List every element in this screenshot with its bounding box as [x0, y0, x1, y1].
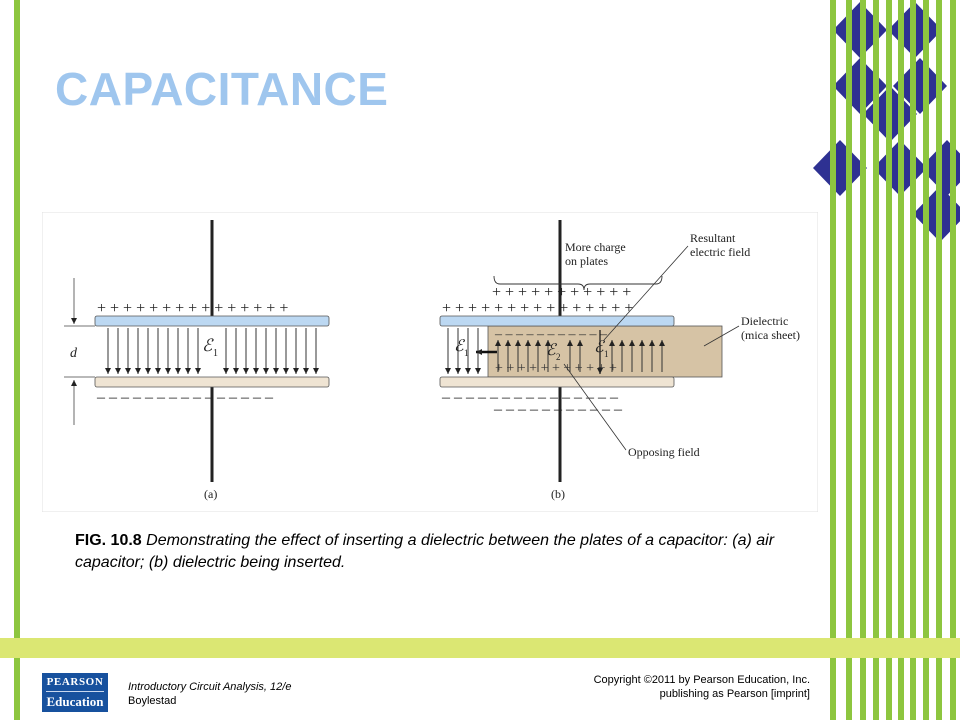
copyright-line-2: publishing as Pearson [imprint] [659, 688, 810, 700]
capacitor-figure: + + + + + + + + + + + + + + + – – – – – … [42, 212, 818, 512]
panel-b: More charge on plates + + + + + + + + + … [439, 220, 800, 501]
top-plate-charges-a: + + + + + + + + + + + + + + + [97, 300, 288, 317]
resultant-leader [603, 245, 689, 341]
field-subscript-b1: 1 [464, 348, 469, 358]
field-subscript-a: 1 [213, 348, 218, 359]
panel-a: + + + + + + + + + + + + + + + – – – – – … [64, 220, 330, 501]
logo-line-2: Education [46, 694, 104, 709]
bottom-plate-charges-b: – – – – – – – – – – – – – – – [441, 389, 619, 406]
bottom-plate-a [94, 376, 330, 388]
dielectric-top-charges: – – – – – – – – – – – [494, 327, 608, 342]
dielectric-label-2: (mica sheet) [741, 328, 800, 342]
footer-band [0, 638, 960, 658]
resultant-label-1: Resultant [690, 231, 736, 245]
field-subscript-b2: 2 [556, 352, 561, 362]
dimension-label-d: d [70, 346, 78, 361]
dielectric-leader [703, 325, 740, 347]
caption-figure-number: FIG. 10.8 [75, 532, 142, 549]
field-subscript-b3: 1 [604, 349, 609, 359]
field-lines-a [105, 328, 319, 374]
extra-charges-top-b: + + + + + + + + + + + [492, 284, 631, 301]
field-symbol-b1: ℰ [454, 338, 466, 355]
panel-b-label: (b) [551, 487, 565, 501]
left-accent-bar [14, 0, 20, 720]
resultant-label-2: electric field [690, 245, 750, 259]
top-plate-charges-b: + + + + + + + + + + + + + + + [442, 300, 633, 317]
caption-text: Demonstrating the effect of inserting a … [75, 532, 775, 571]
copyright-line-1: Copyright ©2011 by Pearson Education, In… [593, 674, 810, 686]
logo-line-1: PEARSON [46, 676, 104, 688]
copyright-notice: Copyright ©2011 by Pearson Education, In… [594, 673, 810, 701]
bottom-plate-charges-a: – – – – – – – – – – – – – – – [96, 389, 274, 406]
slide-title: CAPACITANCE [55, 63, 389, 115]
dielectric-label-1: Dielectric [741, 314, 788, 328]
bottom-plate-b [439, 376, 675, 388]
field-symbol-a: ℰ [202, 336, 214, 355]
pearson-logo: PEARSON Education [42, 673, 108, 712]
dielectric-bottom-charges: + + + + + + + + + + + [495, 361, 617, 376]
more-charge-label-1: More charge [565, 240, 626, 254]
extra-charges-bottom-b: – – – – – – – – – – – [493, 401, 623, 418]
book-info: Introductory Circuit Analysis, 12/e Boyl… [128, 680, 291, 708]
book-title: Introductory Circuit Analysis, 12/e [128, 681, 292, 693]
more-charge-label-2: on plates [565, 254, 608, 268]
panel-a-label: (a) [204, 487, 217, 501]
opposing-leader [563, 363, 627, 451]
opposing-field-lines [495, 340, 665, 372]
book-author: Boylestad [128, 695, 177, 707]
opposing-field-label: Opposing field [628, 445, 700, 459]
figure-caption: FIG. 10.8 Demonstrating the effect of in… [75, 530, 775, 574]
extra-charge-brace [493, 275, 663, 291]
top-plate-b [439, 315, 675, 327]
decorative-stripes [813, 0, 960, 720]
field-symbol-b2: ℰ [546, 342, 558, 359]
field-symbol-b3: ℰ [594, 339, 606, 356]
top-plate-a [94, 315, 330, 327]
